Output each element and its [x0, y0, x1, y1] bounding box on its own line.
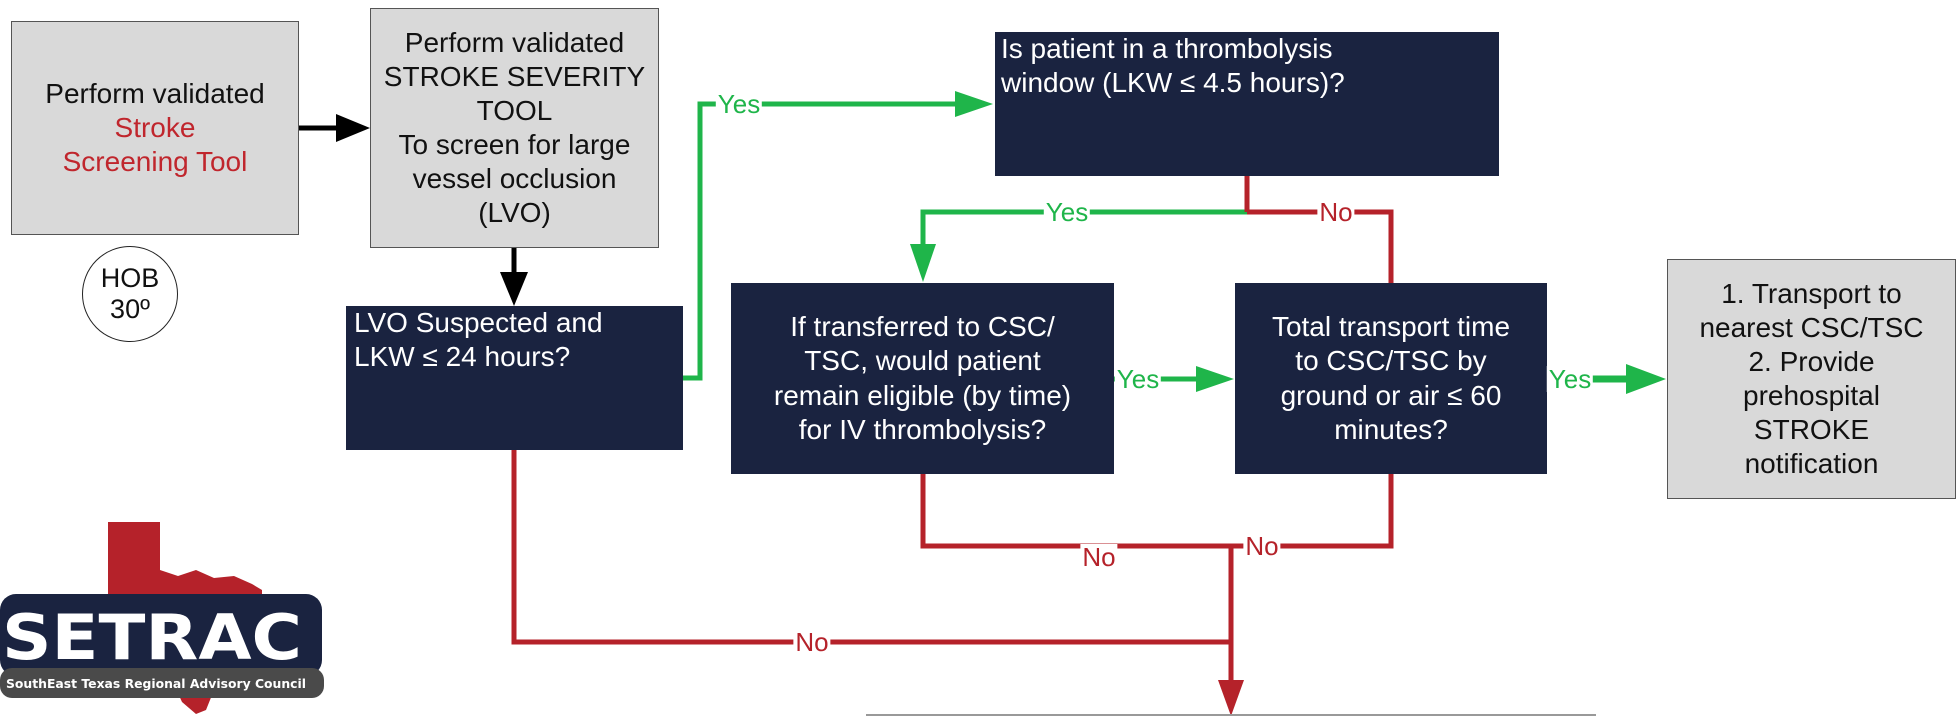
arrowhead-lvo-yes: [955, 91, 993, 117]
severity-line-2: STROKE SEVERITY: [383, 60, 646, 92]
edge-window-no-to-transport: [1247, 209, 1394, 283]
logo-name: SETRAC: [2, 601, 302, 674]
transport-line-1: Total transport time: [1271, 311, 1511, 343]
transfer-line-4: for IV thrombolysis?: [798, 413, 1047, 445]
transport-time-box: Total transport time to CSC/TSC by groun…: [1235, 283, 1547, 474]
arrowhead-window-yes: [910, 244, 936, 282]
edge-lvo-no: [511, 450, 1231, 645]
screening-tool-box: Perform validated Stroke Screening Tool: [11, 21, 299, 235]
window-line-1: Is patient in a thrombolysis: [1001, 33, 1333, 64]
edge-transport-no: [1231, 474, 1394, 549]
severity-line-4: To screen for large: [398, 129, 631, 160]
label-no-transfer: No: [1080, 542, 1118, 572]
label-yes-window-to-transfer: Yes: [1043, 197, 1091, 227]
logo-subtitle: SouthEast Texas Regional Advisory Counci…: [6, 676, 306, 691]
transport-line-2: to CSC/TSC by: [1295, 345, 1487, 377]
screening-line-1: Perform validated: [45, 77, 265, 109]
window-line-2: window (LKW ≤ 4.5 hours)?: [1001, 67, 1345, 99]
outcome-line-3: 2. Provide: [1748, 345, 1875, 377]
thrombolysis-window-box: Is patient in a thrombolysis window (LKW…: [995, 32, 1499, 176]
label-no-window: No: [1317, 197, 1355, 227]
lvo-line-1: LVO Suspected and: [354, 307, 603, 338]
arrowhead-screening-to-severity: [336, 114, 370, 142]
edge-lvo-yes-to-window: [683, 101, 960, 381]
severity-line-3: TOOL: [476, 94, 553, 126]
lvo-question-box: LVO Suspected and LKW ≤ 24 hours?: [346, 306, 683, 450]
hob-circle: HOB 30º: [82, 246, 178, 342]
severity-line-6: (LVO): [478, 197, 551, 229]
transfer-line-2: TSC, would patient: [804, 345, 1041, 377]
logo-subtitle-bar: [0, 668, 324, 698]
edge-window-yes-to-transfer: [920, 209, 1247, 248]
screening-line-3: Screening Tool: [62, 146, 248, 178]
label-yes-transport-to-outcome: Yes: [1546, 364, 1594, 394]
outcome-line-2: nearest CSC/TSC: [1699, 311, 1924, 343]
arrowhead-severity-to-lvo: [500, 272, 528, 306]
label-yes-transfer-to-transport: Yes: [1114, 364, 1162, 394]
transport-outcome-box: 1. Transport to nearest CSC/TSC 2. Provi…: [1667, 259, 1956, 499]
outcome-line-6: notification: [1744, 448, 1879, 480]
label-no-lvo: No: [793, 627, 831, 657]
severity-line-1: Perform validated: [404, 26, 625, 58]
transfer-line-3: remain eligible (by time): [773, 379, 1072, 411]
transfer-line-1: If transferred to CSC/: [790, 311, 1055, 343]
transfer-eligibility-box: If transferred to CSC/ TSC, would patien…: [731, 283, 1114, 474]
outcome-line-5: STROKE: [1753, 414, 1870, 446]
arrowhead-down: [1218, 680, 1244, 716]
logo-banner: [0, 594, 322, 676]
arrowhead-transport-yes: [1626, 364, 1666, 394]
lvo-line-2: LKW ≤ 24 hours?: [354, 341, 571, 373]
severity-line-5: vessel occlusion: [412, 163, 617, 195]
transport-line-3: ground or air ≤ 60: [1280, 379, 1502, 411]
hob-line-2: 30º: [110, 294, 150, 324]
screening-line-2: Stroke: [114, 111, 196, 143]
severity-tool-box: Perform validated STROKE SEVERITY TOOL T…: [370, 8, 659, 248]
edge-transfer-no: [920, 474, 1231, 549]
label-yes-lvo-to-window: Yes: [715, 89, 763, 119]
outcome-line-1: 1. Transport to: [1721, 277, 1902, 309]
outcome-line-4: prehospital: [1743, 380, 1880, 411]
transport-line-4: minutes?: [1334, 413, 1448, 445]
hob-line-1: HOB: [100, 262, 160, 293]
setrac-logo: SETRAC SouthEast Texas Regional Advisory…: [0, 522, 324, 714]
label-no-transport: No: [1243, 531, 1281, 561]
arrowhead-transfer-yes: [1196, 366, 1234, 392]
